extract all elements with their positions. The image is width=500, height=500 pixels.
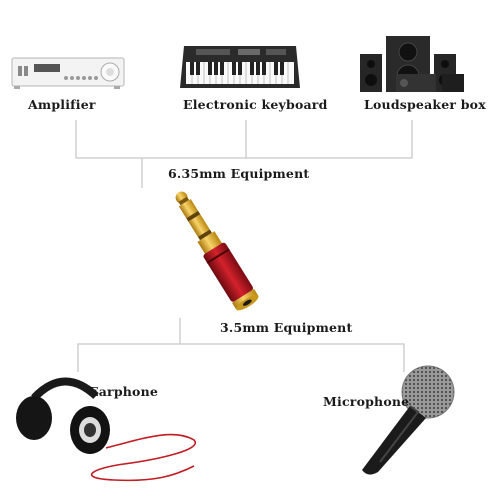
keyboard-label: Electronic keyboard	[183, 97, 328, 112]
microphone-image	[344, 362, 474, 482]
equipment-635-label: 6.35mm Equipment	[168, 166, 310, 181]
loudspeaker-label: Loudspeaker box	[364, 97, 486, 112]
keyboard-image	[178, 38, 302, 96]
amplifier-label: Amplifier	[28, 97, 96, 112]
adapter-plug-image	[140, 186, 290, 316]
equipment-35-label: 3.5mm Equipment	[220, 320, 353, 335]
microphone-label: Microphone	[323, 394, 410, 409]
earphone-label: Earphone	[89, 384, 159, 399]
loudspeaker-image	[356, 30, 468, 96]
amplifier-image	[10, 46, 130, 96]
earphone-image	[4, 368, 204, 488]
